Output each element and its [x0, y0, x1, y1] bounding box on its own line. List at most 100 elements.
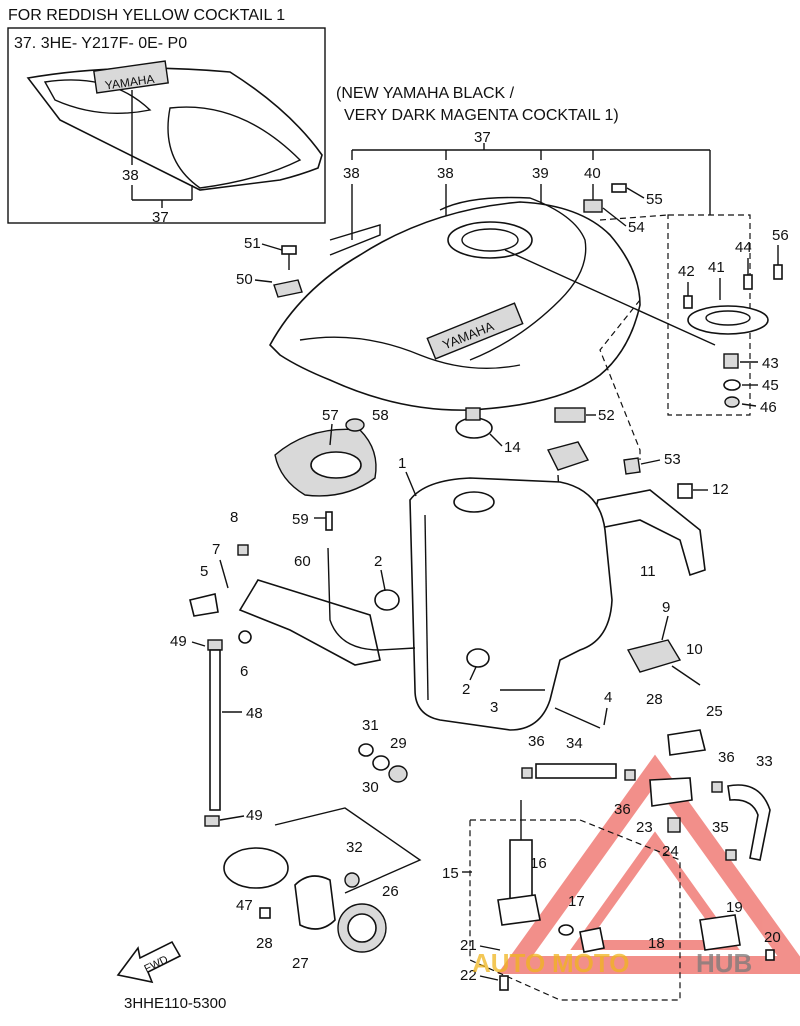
clip-8	[237, 544, 249, 556]
callout-24: 24	[662, 843, 679, 860]
callout-30: 30	[362, 779, 379, 796]
callout-3: 3	[490, 699, 498, 716]
callout-36-left: 36	[528, 733, 545, 750]
bolt-51	[281, 245, 297, 255]
svg-text:AUTO: AUTO	[472, 948, 545, 978]
oring-17	[558, 924, 574, 936]
callout-34: 34	[566, 735, 583, 752]
bracket-9	[626, 639, 682, 673]
clamp-36-left	[521, 767, 533, 779]
callout-49-upper: 49	[170, 633, 187, 650]
bolt-6	[238, 630, 252, 644]
watermark-text: AUTO MOTO HUB	[472, 948, 752, 978]
screw-42	[683, 295, 693, 309]
callout-23: 23	[636, 819, 653, 836]
callout-33: 33	[756, 753, 773, 770]
bracket-19	[699, 914, 741, 951]
screw-20	[765, 949, 775, 961]
tank-cover-cap-opening	[447, 221, 533, 259]
bolt-4	[554, 707, 601, 729]
callout-8: 8	[230, 509, 238, 526]
clamp-36-mid	[624, 769, 636, 781]
clamp-36-right	[711, 781, 723, 793]
callout-45: 45	[762, 377, 779, 394]
alt-note-line2: VERY DARK MAGENTA COCKTAIL 1)	[344, 107, 619, 124]
variant-part-number: 37. 3HE- Y217F- 0E- P0	[14, 35, 187, 52]
callout-60: 60	[294, 553, 311, 570]
bushing-43	[723, 353, 739, 369]
callout-58: 58	[372, 407, 389, 424]
fuel-pump-47	[223, 847, 289, 889]
callout-14: 14	[504, 439, 521, 456]
callout-50: 50	[236, 271, 253, 288]
callout-56: 56	[772, 227, 789, 244]
callout-5: 5	[200, 563, 208, 580]
callout-52: 52	[598, 407, 615, 424]
callout-4: 4	[604, 689, 612, 706]
nut-46	[724, 396, 740, 408]
callout-17: 17	[568, 893, 585, 910]
damper-29	[388, 765, 408, 783]
screw-22	[499, 975, 509, 991]
callout-21: 21	[460, 937, 477, 954]
callout-1: 1	[398, 455, 406, 472]
tank-cover-yamaha-emblem	[426, 302, 524, 360]
inset-yamaha-emblem	[93, 60, 169, 94]
union-23	[649, 777, 693, 807]
callout-38-mid: 38	[437, 165, 454, 182]
callout-36-right: 36	[718, 749, 735, 766]
callout-16: 16	[530, 855, 547, 872]
callout-42: 42	[678, 263, 695, 280]
hose-33	[727, 784, 771, 861]
hose-60	[327, 547, 416, 651]
callout-12: 12	[712, 481, 729, 498]
variant-title: FOR REDDISH YELLOW COCKTAIL 1	[8, 7, 285, 24]
damper-13	[546, 441, 590, 471]
screw-28-lower	[259, 907, 271, 919]
callout-37-inset: 37	[152, 209, 169, 226]
clip-54	[583, 199, 603, 213]
inset-yamaha-text: YAMAHA	[104, 72, 155, 93]
grommet-53	[623, 457, 641, 475]
callout-2-lower: 2	[462, 681, 470, 698]
bracket-11	[588, 489, 706, 577]
callout-38-inset: 38	[122, 167, 139, 184]
callout-37-main: 37	[474, 129, 491, 146]
callout-49-lower: 49	[246, 807, 263, 824]
callout-11: 11	[640, 563, 656, 580]
callout-18: 18	[648, 935, 665, 952]
damper-52	[554, 407, 586, 423]
fuel-tank-1	[409, 477, 613, 731]
callout-55: 55	[646, 191, 663, 208]
callout-7: 7	[212, 541, 220, 558]
damper-2-upper	[374, 589, 400, 611]
damper-2-lower	[466, 648, 490, 668]
callout-29: 29	[390, 735, 407, 752]
callout-46: 46	[760, 399, 777, 416]
callout-28-upper: 28	[646, 691, 663, 708]
callout-20: 20	[764, 929, 781, 946]
callout-44: 44	[735, 239, 752, 256]
callout-27: 27	[292, 955, 309, 972]
alt-note-line1: (NEW YAMAHA BLACK /	[336, 85, 515, 102]
callout-22: 22	[460, 967, 477, 984]
svg-text:HUB: HUB	[696, 948, 752, 978]
bracket-5	[238, 579, 381, 666]
callout-2-upper: 2	[374, 553, 382, 570]
callout-40: 40	[584, 165, 601, 182]
watermark-logo	[497, 754, 800, 974]
tank-filler-neck	[453, 491, 495, 513]
callout-43: 43	[762, 355, 779, 372]
bolt-12	[677, 483, 693, 499]
svg-text:MOTO: MOTO	[552, 948, 630, 978]
screw-55	[611, 183, 627, 193]
callout-28-lower: 28	[256, 935, 273, 952]
callout-9: 9	[662, 599, 670, 616]
callout-51: 51	[244, 235, 261, 252]
fwd-arrow: FWD	[116, 940, 182, 984]
bracket-27	[294, 875, 336, 930]
callout-19: 19	[726, 899, 743, 916]
diagram-code: 3HHE110-5300	[124, 995, 226, 1012]
